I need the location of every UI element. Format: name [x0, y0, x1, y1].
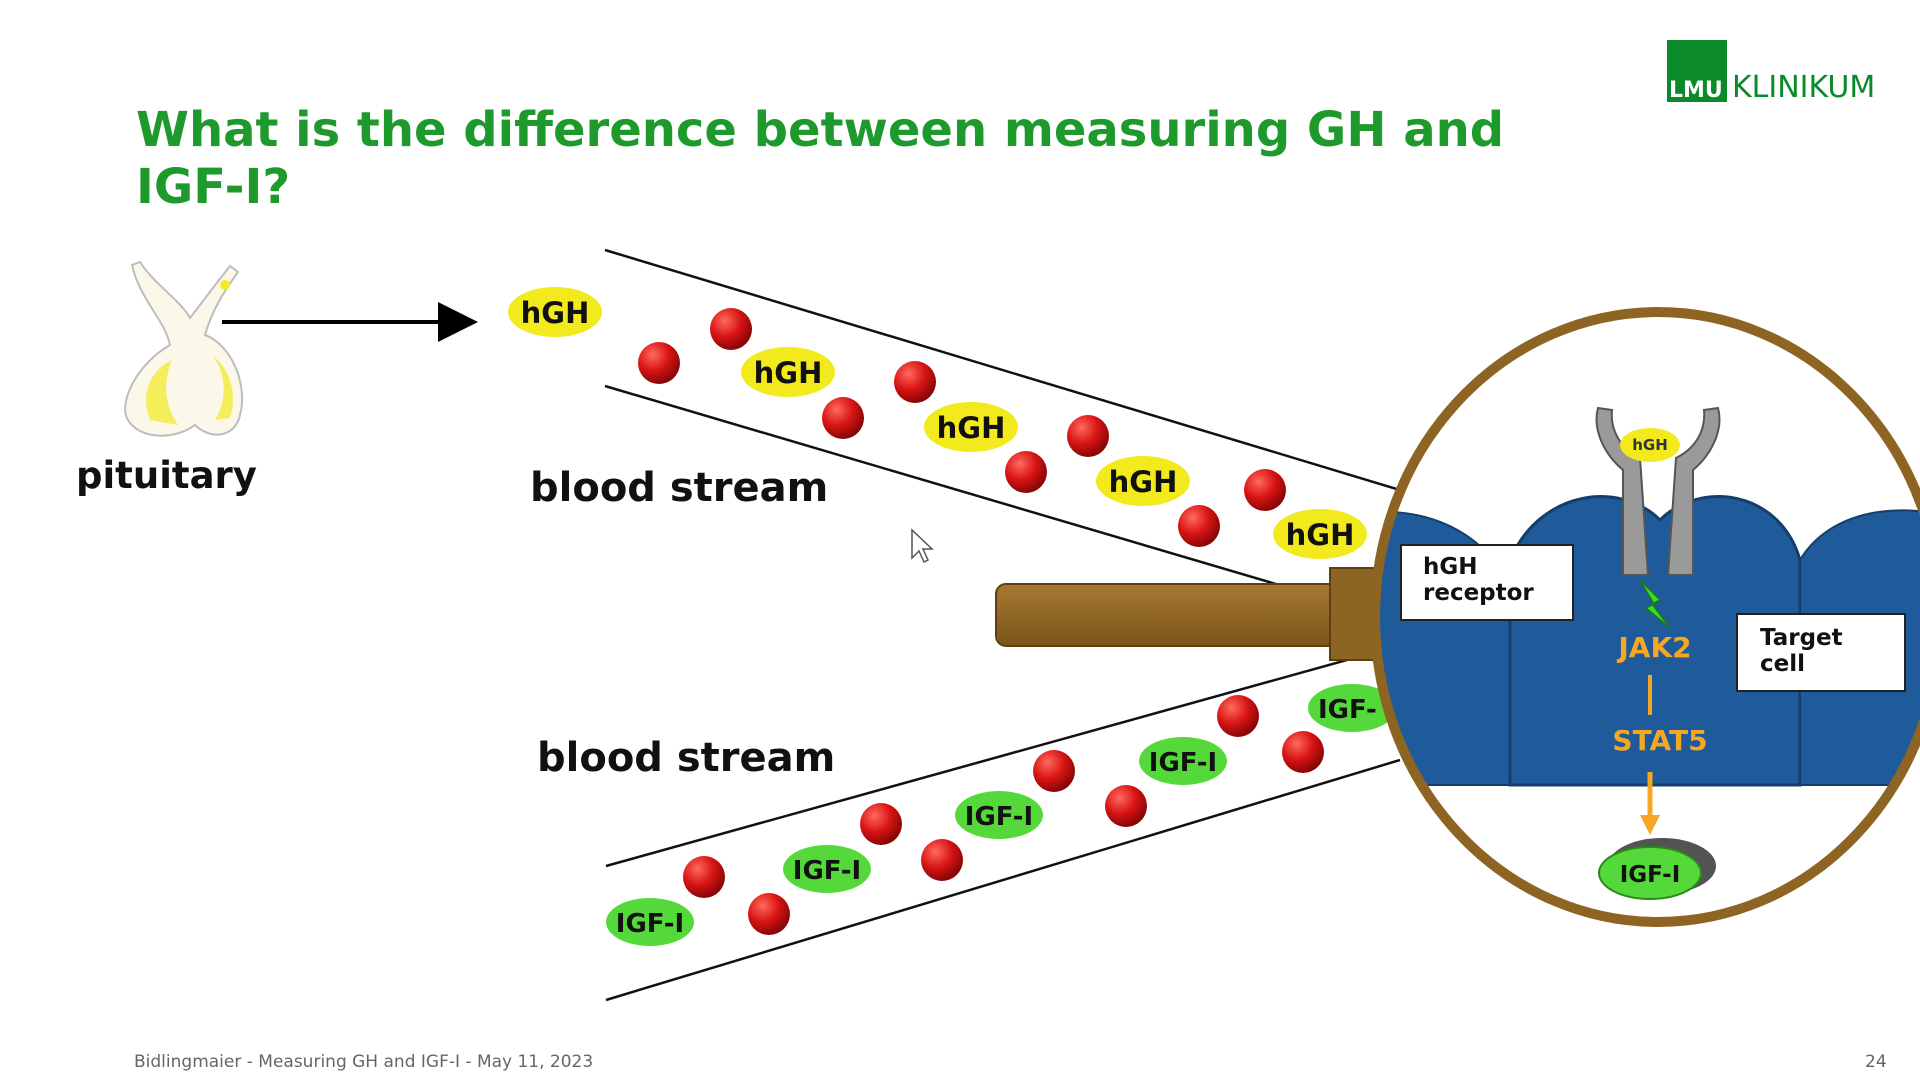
slide-footer: Bidlingmaier - Measuring GH and IGF-I - …: [134, 1052, 593, 1072]
secreted-igf-label: IGF-I: [1620, 862, 1681, 888]
hgh-molecule: hGH: [924, 402, 1018, 452]
receptor-label-line-2: receptor: [1423, 580, 1534, 606]
target-label-line-1: Target: [1760, 625, 1843, 651]
red-blood-cell: [710, 308, 752, 350]
hgh-molecule: hGH: [741, 347, 835, 397]
igf-molecule: IGF-I: [955, 791, 1043, 839]
red-blood-cell: [1178, 505, 1220, 547]
red-blood-cell: [638, 342, 680, 384]
magnifier-frame: [1370, 307, 1920, 927]
slide-title-line-2: IGF-I?: [136, 159, 290, 215]
slide-page-number: 24: [1865, 1052, 1887, 1072]
red-blood-cell: [1282, 731, 1324, 773]
hgh-label: hGH: [937, 411, 1006, 445]
logo-text: KLINIKUM: [1732, 70, 1875, 105]
logo-square: [1667, 40, 1727, 102]
red-blood-cell: [822, 397, 864, 439]
target-cell-callout: Target cell: [1736, 613, 1906, 692]
target-label-line-2: cell: [1760, 651, 1805, 677]
igf-label: IGF-I: [793, 856, 861, 886]
red-blood-cells-upper: [638, 308, 1286, 547]
blood-stream-label-top: blood stream: [530, 465, 828, 511]
secreted-igf-molecule: [1598, 846, 1702, 900]
pituitary-label: pituitary: [76, 454, 257, 497]
hgh-label: hGH: [1286, 518, 1355, 552]
igf-label: IGF-I: [616, 909, 684, 939]
hgh-molecule: hGH: [1096, 456, 1190, 506]
igf-molecule: IGF-I: [606, 898, 694, 946]
upper-vessel-wall-bottom: [604, 384, 1331, 602]
upper-vessel-wall-top: [604, 248, 1401, 492]
igf-molecule: IGF-I: [783, 845, 871, 893]
receptor-callout: hGH receptor: [1400, 544, 1574, 621]
lower-vessel-wall-bottom: [605, 758, 1401, 1002]
lower-vessel-wall-top: [605, 646, 1391, 868]
hgh-molecule: hGH: [1273, 509, 1367, 559]
pituitary-gland: [124, 260, 244, 437]
logo-mark: LMU: [1669, 78, 1723, 103]
bound-hgh-label: hGH: [1632, 436, 1668, 454]
receptor-label-line-1: hGH: [1423, 554, 1478, 580]
magnifier-handle: [995, 567, 1377, 661]
red-blood-cell: [748, 893, 790, 935]
red-blood-cell: [894, 361, 936, 403]
hgh-label: hGH: [521, 296, 590, 330]
hgh-label: hGH: [1109, 465, 1178, 499]
secretion-arrow-head: [1640, 815, 1660, 835]
red-blood-cell: [1217, 695, 1259, 737]
red-blood-cell: [921, 839, 963, 881]
red-blood-cell: [1005, 451, 1047, 493]
hgh-receptor: hGH: [1595, 406, 1721, 576]
activation-lightning-icon: [1639, 579, 1671, 629]
stat5-label: STAT5: [1612, 724, 1707, 757]
bound-hgh-molecule: [1620, 428, 1680, 462]
igf-label-partial: IGF-: [1318, 695, 1377, 725]
cursor-icon: [911, 528, 934, 564]
igf-molecule-partial: IGF-: [1308, 684, 1396, 732]
jak2-label: JAK2: [1616, 631, 1691, 664]
red-blood-cell: [1067, 415, 1109, 457]
red-blood-cell: [1244, 469, 1286, 511]
lmu-klinikum-logo: LMU KLINIKUM: [1667, 40, 1875, 105]
slide-title-line-1: What is the difference between measuring…: [136, 102, 1504, 158]
igf-molecule: IGF-I: [1139, 737, 1227, 785]
red-blood-cell: [683, 856, 725, 898]
igf-label: IGF-I: [1149, 748, 1217, 778]
hgh-molecule: hGH: [508, 287, 602, 337]
target-cell: [1508, 495, 1802, 787]
igf-label: IGF-I: [965, 802, 1033, 832]
magnifier-lens: hGH JAK2 STAT5 IGF-I hGH receptor Target…: [1370, 307, 1920, 927]
red-blood-cell: [1033, 750, 1075, 792]
red-blood-cell: [1105, 785, 1147, 827]
red-blood-cell: [860, 803, 902, 845]
blood-stream-label-bottom: blood stream: [537, 735, 835, 781]
red-blood-cells-lower: [683, 695, 1324, 935]
hgh-label: hGH: [754, 356, 823, 390]
